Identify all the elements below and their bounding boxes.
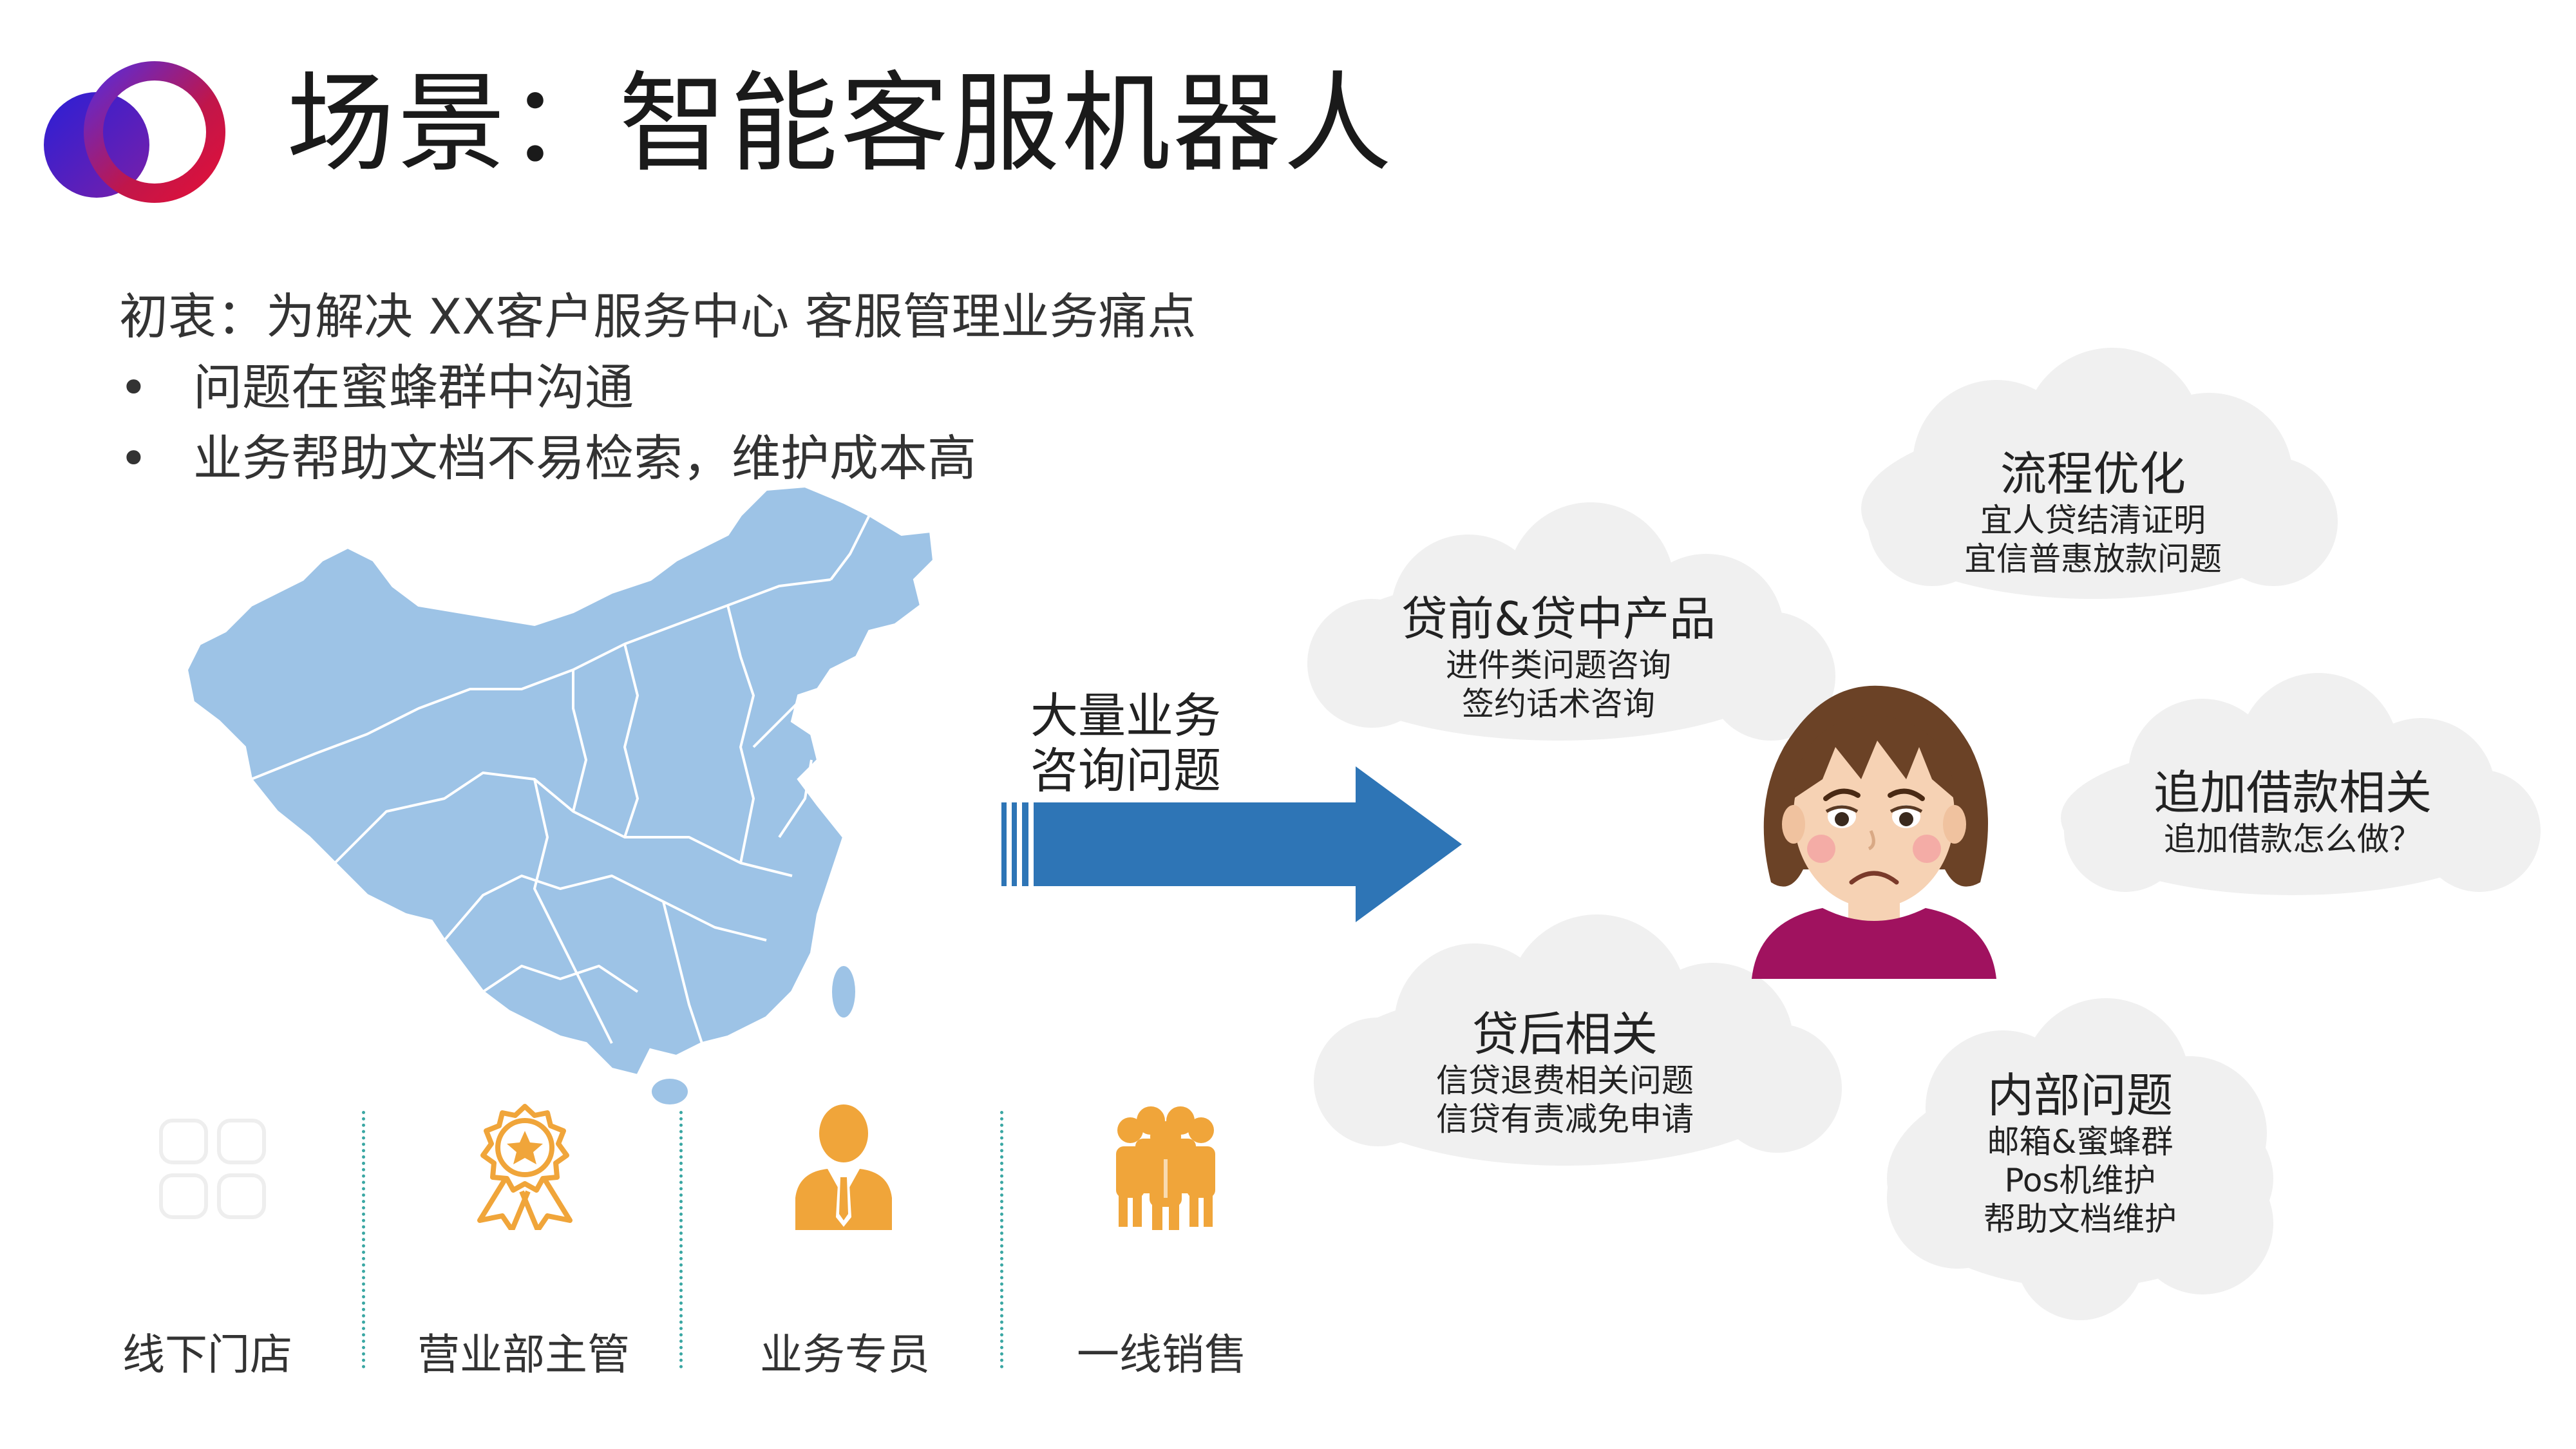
bullet-marker: • xyxy=(119,430,148,487)
cloud-line: 宜信普惠放款问题 xyxy=(1964,540,2222,578)
cloud-postloan-text: 贷后相关 信贷退费相关问题 信贷有责减免申请 xyxy=(1404,1008,1726,1139)
cloud-title: 贷前&贷中产品 xyxy=(1401,592,1716,646)
sad-customer-avatar xyxy=(1752,685,1996,979)
intro-text: 初衷：为解决 XX客户服务中心 客服管理业务痛点 xyxy=(119,288,1197,345)
cloud-postloan xyxy=(1314,914,1842,1166)
right-arrow-icon xyxy=(1001,766,1462,922)
cloud-line: 信贷退费相关问题 xyxy=(1436,1061,1694,1099)
logo-icon xyxy=(44,61,225,203)
divider-2 xyxy=(679,1111,683,1368)
cloud-title: 贷后相关 xyxy=(1472,1007,1658,1061)
person-tie-icon xyxy=(795,1104,892,1230)
role-label-specialist: 业务专员 xyxy=(760,1330,930,1379)
cloud-line: 宜人贷结清证明 xyxy=(1980,501,2206,539)
bullet-2: • 业务帮助文档不易检索，维护成本高 xyxy=(119,419,976,489)
arrow-label: 大量业务 咨询问题 xyxy=(1030,688,1221,799)
cloud-additional xyxy=(2061,673,2541,895)
cloud-line: Pos机维护 xyxy=(2004,1161,2156,1199)
cloud-line: 信贷有责减免申请 xyxy=(1436,1100,1694,1138)
cloud-line: 追加借款怎么做？ xyxy=(2164,820,2421,858)
arrow-label-line-1: 大量业务 xyxy=(1030,688,1221,744)
store-grid-icon xyxy=(159,1119,266,1219)
cloud-title: 内部问题 xyxy=(1987,1068,2173,1122)
cloud-internal xyxy=(1887,998,2273,1320)
role-label-sales: 一线销售 xyxy=(1077,1330,1247,1379)
group-people-icon xyxy=(1116,1106,1215,1230)
china-map xyxy=(185,484,936,1104)
bullet-text: 问题在蜜蜂群中沟通 xyxy=(193,359,634,416)
divider-1 xyxy=(362,1111,365,1368)
bullet-marker: • xyxy=(119,359,148,416)
cloud-internal-text: 内部问题 邮箱&蜜蜂群 Pos机维护 帮助文档维护 xyxy=(1951,1069,2209,1238)
cloud-line: 邮箱&蜜蜂群 xyxy=(1987,1122,2174,1160)
cloud-line: 进件类问题咨询 xyxy=(1446,646,1671,684)
cloud-preloan-text: 贷前&贷中产品 进件类问题咨询 签约话术咨询 xyxy=(1385,592,1732,723)
role-label-store: 线下门店 xyxy=(122,1330,292,1379)
cloud-line: 签约话术咨询 xyxy=(1462,685,1655,723)
role-label-manager: 营业部主管 xyxy=(417,1330,630,1379)
cloud-process xyxy=(1861,348,2338,599)
page-title: 场景：智能客服机器人 xyxy=(287,61,1394,187)
arrow-label-line-2: 咨询问题 xyxy=(1030,743,1221,799)
cloud-preloan xyxy=(1307,502,1835,741)
cloud-title: 流程优化 xyxy=(2000,447,2186,501)
cloud-title: 追加借款相关 xyxy=(2153,766,2432,820)
bullet-text: 业务帮助文档不易检索，维护成本高 xyxy=(193,430,976,487)
cloud-additional-text: 追加借款相关 追加借款怎么做？ xyxy=(2125,766,2460,858)
medal-star-icon xyxy=(477,1104,573,1230)
cloud-line: 帮助文档维护 xyxy=(1984,1200,2177,1238)
cloud-process-text: 流程优化 宜人贷结清证明 宜信普惠放款问题 xyxy=(1951,448,2235,578)
divider-3 xyxy=(1000,1111,1003,1368)
bullet-1: • 问题在蜜蜂群中沟通 xyxy=(119,348,634,419)
